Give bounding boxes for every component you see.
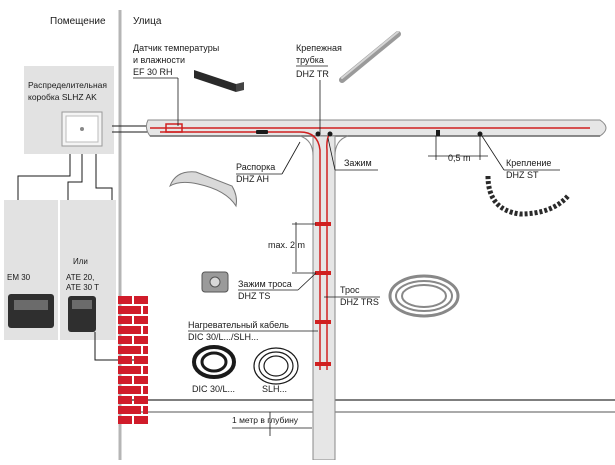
heating-cable-model: DIC 30/L.../SLH... <box>188 332 259 342</box>
rope-model: DHZ TRS <box>340 297 379 307</box>
ground <box>120 399 615 413</box>
heating-cable-label: Нагревательный кабель <box>188 320 289 330</box>
brick <box>143 326 148 334</box>
spacer-label: Распорка <box>236 162 275 172</box>
sensor-device-icon <box>194 70 244 92</box>
junction-box-icon <box>61 111 103 147</box>
brick <box>118 416 132 424</box>
clamp-label: Зажим <box>344 158 372 168</box>
gutter-joints <box>256 130 483 137</box>
mount-tube-label-1: Крепежная <box>296 43 342 53</box>
coil-dic-label: DIC 30/L... <box>192 384 235 394</box>
brick <box>118 396 132 404</box>
rope-clamp-model: DHZ TS <box>238 291 270 301</box>
brick <box>118 316 132 324</box>
mount-tube-model: DHZ TR <box>296 69 329 79</box>
fastener-model: DHZ ST <box>506 170 539 180</box>
brick <box>127 306 141 314</box>
brick <box>127 346 141 354</box>
brick-wall <box>118 296 148 424</box>
zone-outdoor-label: Улица <box>133 16 162 27</box>
brick <box>118 366 132 374</box>
fastener-label: Крепление <box>506 158 551 168</box>
brick <box>134 296 148 304</box>
brick <box>118 376 132 384</box>
downpipe <box>299 135 349 461</box>
mount-tube-icon <box>339 31 401 83</box>
brick <box>134 356 148 364</box>
spacer-model: DHZ AH <box>236 174 269 184</box>
brick <box>134 376 148 384</box>
brick <box>127 326 141 334</box>
fastener-strip-icon <box>485 175 570 217</box>
sensor-on-gutter <box>165 123 183 133</box>
coil-slh-label: SLH... <box>262 384 287 394</box>
brick <box>118 386 132 394</box>
brick <box>127 366 141 374</box>
zone-indoor-label: Помещение <box>50 16 106 27</box>
brick <box>134 316 148 324</box>
brick <box>143 346 148 354</box>
spacing-label: 0,5 m <box>448 153 471 163</box>
sensor-label-2: и влажности <box>133 55 185 65</box>
cable-coil-dic-icon <box>192 345 236 379</box>
depth-dimension: 1 метр в глубину <box>232 412 312 436</box>
downpipe-cable-markers <box>315 222 331 366</box>
brick <box>143 306 148 314</box>
rope-coil-icon <box>388 274 460 318</box>
sensor-label-1: Датчик температуры <box>133 43 219 53</box>
spacing-dimension: 0,5 m <box>428 136 488 163</box>
rope-clamp-label: Зажим троса <box>238 279 292 289</box>
ate-device-icon <box>68 296 96 332</box>
junction-box-label-2: коробка SLHZ AK <box>28 92 97 102</box>
brick <box>134 416 148 424</box>
brick <box>118 336 132 344</box>
brick <box>134 336 148 344</box>
rope-label: Трос <box>340 285 360 295</box>
brick <box>143 386 148 394</box>
brick <box>118 306 132 314</box>
depth-label: 1 метр в глубину <box>232 415 299 425</box>
mount-tube-label-2: трубка <box>296 55 324 65</box>
brick <box>118 406 132 414</box>
junction-box-label-1: Распределительная <box>28 80 107 90</box>
max-spacing-label: max. 2 m <box>268 240 305 250</box>
controller-or-label: Или <box>73 257 88 266</box>
em30-device-icon <box>8 294 54 328</box>
brick <box>127 406 141 414</box>
junction-box-panel: Распределительная коробка SLHZ AK <box>24 66 114 154</box>
sensor-model: EF 30 RH <box>133 67 173 77</box>
rope-clamp-icon <box>201 271 229 293</box>
controller-ate-label-1: ATE 20, <box>66 273 94 282</box>
controller-panels: EM 30 Или ATE 20, ATE 30 T <box>4 200 116 340</box>
brick <box>118 356 132 364</box>
brick <box>118 346 132 354</box>
controller-ate-label-2: ATE 30 T <box>66 283 99 292</box>
brick <box>118 296 132 304</box>
brick <box>143 406 148 414</box>
brick <box>118 326 132 334</box>
cable-coil-slh-icon <box>253 347 299 385</box>
brick <box>143 366 148 374</box>
controller-em30-label: EM 30 <box>7 273 31 282</box>
brick <box>127 386 141 394</box>
spacer-icon <box>169 171 237 208</box>
brick <box>134 396 148 404</box>
max-spacing-dimension: max. 2 m <box>268 222 316 274</box>
